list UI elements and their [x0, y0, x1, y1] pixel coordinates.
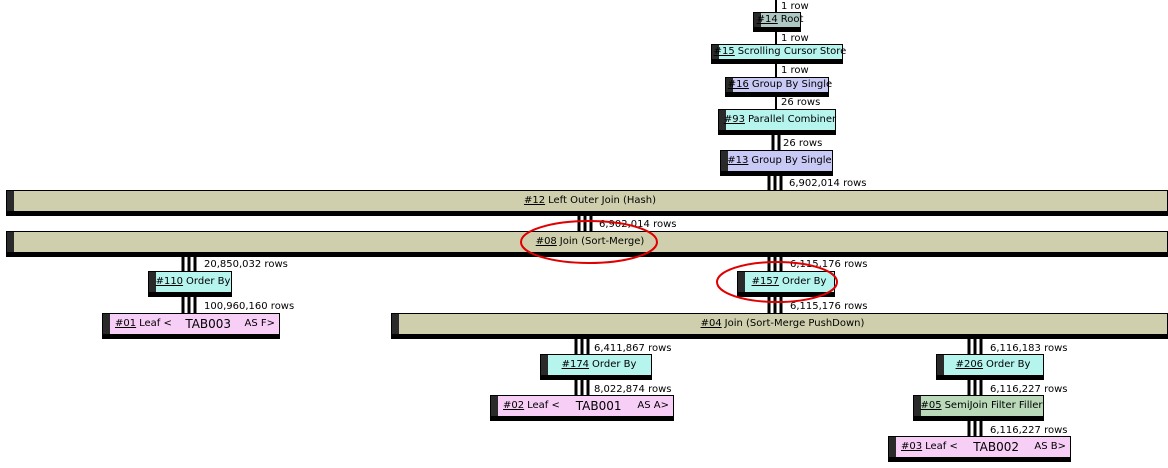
edge-bar	[967, 421, 971, 436]
edge-bar	[979, 380, 983, 395]
edge-bar	[771, 135, 775, 150]
edge-bar	[979, 421, 983, 436]
edge-bar	[574, 339, 578, 354]
edge-bar	[580, 339, 584, 354]
edge-rows-label: 6,902,014 rows	[789, 178, 867, 189]
leaf-table-name: TAB003	[185, 317, 232, 331]
edge-bar	[580, 380, 584, 395]
node-label: Scrolling Cursor Store	[737, 46, 847, 57]
edge-bar	[187, 257, 191, 271]
leaf-alias: AS F>	[244, 318, 276, 329]
edge-bar	[187, 297, 191, 313]
edge-rows-label: 6,115,176 rows	[790, 301, 868, 312]
edge-rows-label: 1 row	[781, 1, 809, 12]
edge-rows-label: 6,411,867 rows	[594, 343, 672, 354]
node-label: Leaf <	[925, 441, 958, 452]
node-id[interactable]: #13	[727, 155, 749, 166]
edge-rows-label: 6,902,014 rows	[599, 219, 677, 230]
edge-bar	[973, 339, 977, 354]
edge-rows-label: 1 row	[781, 65, 809, 76]
edge-bar	[775, 0, 777, 12]
node-id[interactable]: #12	[523, 195, 546, 206]
node-label: Order By	[592, 359, 637, 370]
edge-bar	[767, 297, 771, 313]
node-label: Parallel Combiner	[747, 114, 837, 125]
node-id[interactable]: #16	[727, 79, 749, 90]
leaf-table-name: TAB001	[575, 399, 622, 413]
node-id[interactable]: #03	[901, 441, 923, 452]
edge-bar	[586, 339, 590, 354]
node-id[interactable]: #14	[756, 14, 778, 25]
edge-bar	[181, 297, 185, 313]
edge-bar	[773, 297, 777, 313]
edge-rows-label: 20,850,032 rows	[204, 259, 288, 270]
edge-bar	[181, 257, 185, 271]
edge-bar	[779, 176, 783, 190]
edge-bar	[775, 97, 777, 109]
edge-bar	[775, 64, 777, 77]
edge-bar	[193, 257, 197, 271]
node-label: Left Outer Join (Hash)	[548, 195, 657, 206]
node-label: Leaf <	[527, 400, 560, 411]
edge-rows-label: 1 row	[781, 33, 809, 44]
edge-bar	[586, 380, 590, 395]
node-id[interactable]: #206	[955, 359, 984, 370]
edge-bar	[775, 32, 777, 44]
edge-bar	[767, 176, 771, 190]
edge-rows-label: 100,960,160 rows	[204, 301, 295, 312]
leaf-alias: AS A>	[637, 400, 669, 411]
edge-bar	[967, 339, 971, 354]
edge-bar	[777, 135, 781, 150]
edge-bar	[773, 176, 777, 190]
edge-bar	[193, 297, 197, 313]
edge-bar	[574, 380, 578, 395]
node-label: Leaf <	[139, 318, 172, 329]
edge-bar	[967, 380, 971, 395]
node-label: Group By Single	[751, 79, 833, 90]
edge-rows-label: 6,115,176 rows	[790, 259, 868, 270]
node-id[interactable]: #02	[503, 400, 525, 411]
leaf-alias: AS B>	[1034, 441, 1066, 452]
node-label: Order By	[986, 359, 1031, 370]
edge-bar	[973, 421, 977, 436]
node-label: Order By	[186, 276, 231, 287]
edge-rows-label: 26 rows	[781, 97, 821, 108]
node-label: Root	[780, 14, 804, 25]
node-id[interactable]: #174	[561, 359, 590, 370]
node-id[interactable]: #05	[920, 400, 942, 411]
node-id[interactable]: #15	[713, 46, 735, 57]
edge-bar	[973, 380, 977, 395]
edge-rows-label: 6,116,227 rows	[990, 425, 1068, 436]
edge-rows-label: 8,022,874 rows	[594, 384, 672, 395]
node-label: Group By Single	[751, 155, 832, 166]
node-id[interactable]: #01	[115, 318, 137, 329]
edge-bar	[779, 297, 783, 313]
edge-bar	[979, 339, 983, 354]
leaf-table-name: TAB002	[973, 440, 1019, 454]
node-id[interactable]: #110	[155, 276, 184, 287]
node-id[interactable]: #04	[700, 318, 722, 329]
node-label: SemiJoin Filter Filler	[944, 400, 1043, 411]
node-id[interactable]: #93	[723, 114, 745, 125]
edge-rows-label: 6,116,227 rows	[990, 384, 1068, 395]
edge-rows-label: 6,116,183 rows	[990, 343, 1068, 354]
node-label: Join (Sort-Merge PushDown)	[724, 318, 865, 329]
edge-rows-label: 26 rows	[783, 138, 823, 149]
